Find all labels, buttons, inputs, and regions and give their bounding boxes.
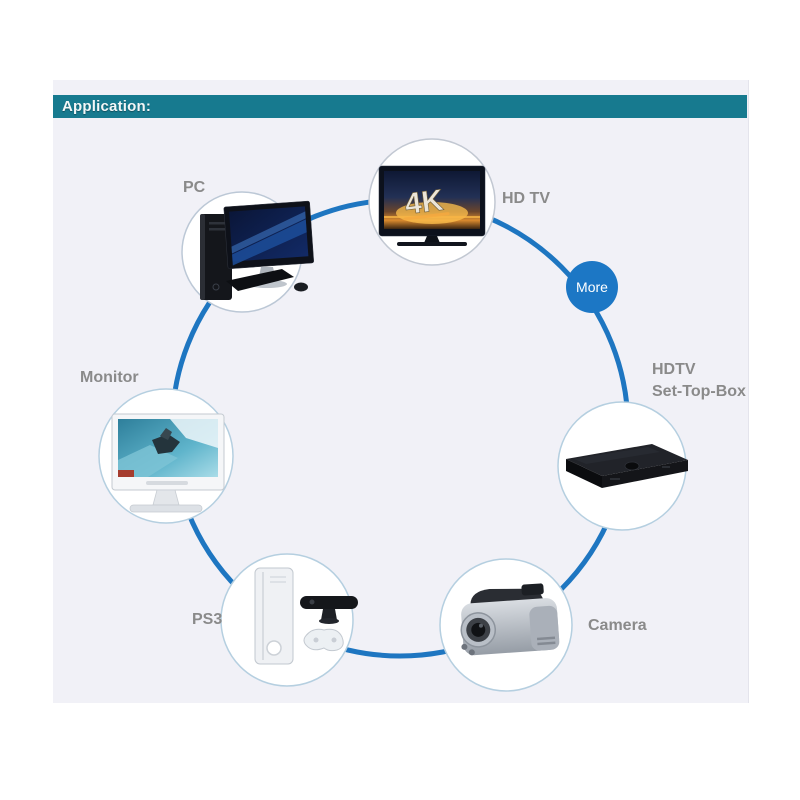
set-top-box-label: HDTV Set-Top-Box [652, 359, 746, 403]
camera-label: Camera [588, 617, 647, 634]
more-badge-circle[interactable] [566, 261, 618, 313]
pc-label: PC [183, 179, 206, 196]
ps3-label: PS3 [192, 611, 223, 628]
set-top-box-label-line1: HDTV [652, 361, 696, 378]
set-top-box-icon [566, 444, 688, 488]
application-header-label: Application: [62, 98, 152, 115]
ps3-icon [254, 567, 358, 665]
more-badge-label: More [576, 279, 608, 295]
pc-icon [200, 200, 314, 300]
hd-tv-label: HD TV [502, 190, 550, 207]
camera-icon [460, 583, 560, 656]
set-top-box-label-line2: Set-Top-Box [652, 383, 746, 400]
monitor-icon [111, 413, 225, 513]
monitor-label: Monitor [80, 369, 139, 386]
application-header-bar: Application: [53, 95, 747, 118]
hd-tv-icon: 4K [378, 165, 486, 246]
more-badge[interactable]: More [566, 261, 618, 313]
